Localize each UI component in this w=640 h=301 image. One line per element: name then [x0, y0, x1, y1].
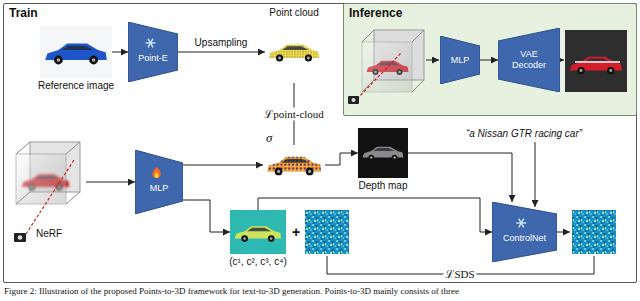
connector [408, 153, 512, 202]
image-caption: Depth map [359, 180, 408, 192]
density-image-part [267, 157, 321, 175]
image-panel: (c¹, c², c³, c⁴) [230, 210, 286, 254]
inference-cube-part [357, 52, 402, 99]
trainable-icon-part [155, 172, 159, 178]
reference-image-part [45, 44, 107, 65]
figure-caption: Figure 2: Illustration of the proposed P… [4, 286, 459, 297]
block-label: MLP [451, 55, 470, 66]
depth-map-image [358, 128, 408, 178]
plus-sign: + [292, 225, 300, 239]
output-image-part [575, 61, 620, 63]
prompt-text: “a Nissan GTR racing car” [466, 128, 582, 140]
reference-image [40, 26, 112, 78]
image-panel: σ [263, 145, 325, 185]
noise-image [305, 210, 349, 254]
trainable-icon-part [152, 167, 160, 178]
block-label: Point-E [138, 53, 168, 64]
latent-image [230, 210, 286, 254]
frozen-icon [516, 219, 526, 228]
reference-image-part [40, 26, 112, 78]
output-image-part [570, 57, 622, 75]
nerf-cube [14, 142, 80, 242]
image-caption: Reference image [38, 80, 114, 92]
point-cloud-image [269, 45, 319, 62]
output-arrow [556, 232, 570, 233]
region-heading: Train [9, 6, 38, 20]
image-caption: Point cloud [269, 7, 318, 19]
frozen-icon-part [519, 219, 524, 228]
connector [325, 153, 358, 165]
connector [112, 52, 128, 53]
block-label: VAE Decoder [509, 49, 549, 71]
noise-image-part [305, 210, 349, 254]
loss-bracket [327, 256, 594, 274]
predicted-noise-image [572, 210, 616, 254]
connector [480, 60, 498, 61]
connector [178, 52, 265, 53]
edge-label: Upsampling [193, 37, 250, 49]
trapezoid-fill [440, 36, 480, 84]
process-trapezoid: MLP [135, 150, 183, 214]
trapezoid-fill [492, 202, 557, 262]
frozen-icon-part [519, 219, 524, 228]
nerf-cube-part [18, 235, 23, 240]
inference-cube [348, 30, 424, 104]
nerf-cube-part [14, 233, 26, 242]
region-box: MLP VAE Decoder Inference [343, 3, 637, 116]
trapezoid-fill [128, 22, 178, 82]
frozen-icon-part [148, 39, 153, 48]
image-caption: σ [266, 131, 272, 144]
trapezoid-shape [135, 150, 183, 214]
nerf-cube-part [26, 160, 74, 234]
image-panel: Reference image [40, 26, 112, 78]
inference-ground [343, 3, 637, 116]
region-heading: Inference [349, 6, 402, 20]
predicted-noise-image-part [572, 210, 616, 254]
trapezoid-shape [492, 202, 557, 262]
prompt-arrow [535, 142, 536, 207]
image-panel: Point cloud [265, 21, 323, 83]
cube-arrow [426, 60, 439, 61]
image-caption: (c¹, c², c³, c⁴) [229, 256, 287, 268]
connector [294, 83, 295, 145]
image-panel: NeRF [12, 138, 86, 226]
frozen-icon [146, 39, 156, 48]
density-image [267, 157, 321, 175]
process-trapezoid: ControlNet [492, 202, 557, 262]
point-cloud-image-part [269, 45, 319, 62]
image-caption: NeRF [36, 228, 62, 240]
nerf-cube-part [16, 154, 66, 204]
block-label: MLP [150, 183, 169, 194]
connector [86, 182, 135, 183]
inference-cube-part [352, 98, 356, 102]
trapezoid-fill [498, 28, 560, 92]
block-label: ControlNet [503, 233, 546, 244]
trapezoid-shape [128, 22, 178, 82]
frozen-icon-part [148, 39, 153, 48]
latent-image-part [230, 210, 286, 254]
output-image-part [565, 30, 627, 92]
connector [183, 165, 263, 166]
nerf-cube-part [16, 142, 80, 204]
process-trapezoid: MLP [440, 36, 480, 84]
process-trapezoid: VAE Decoder [498, 28, 560, 92]
depth-map-image-part [358, 128, 408, 178]
process-trapezoid: Point-E [128, 22, 178, 82]
connector [258, 198, 492, 232]
trainable-icon [152, 167, 160, 178]
output-image [565, 30, 627, 92]
trapezoid-fill [135, 150, 183, 214]
depth-map-image-part [362, 147, 403, 161]
latent-image-part [235, 226, 281, 242]
edge-label: ℒpoint-cloud [262, 108, 326, 121]
image-panel: Depth map [358, 128, 408, 178]
connector [183, 200, 230, 232]
inference-cube-part [348, 96, 359, 104]
loss-label: ℒSDS [443, 268, 476, 281]
